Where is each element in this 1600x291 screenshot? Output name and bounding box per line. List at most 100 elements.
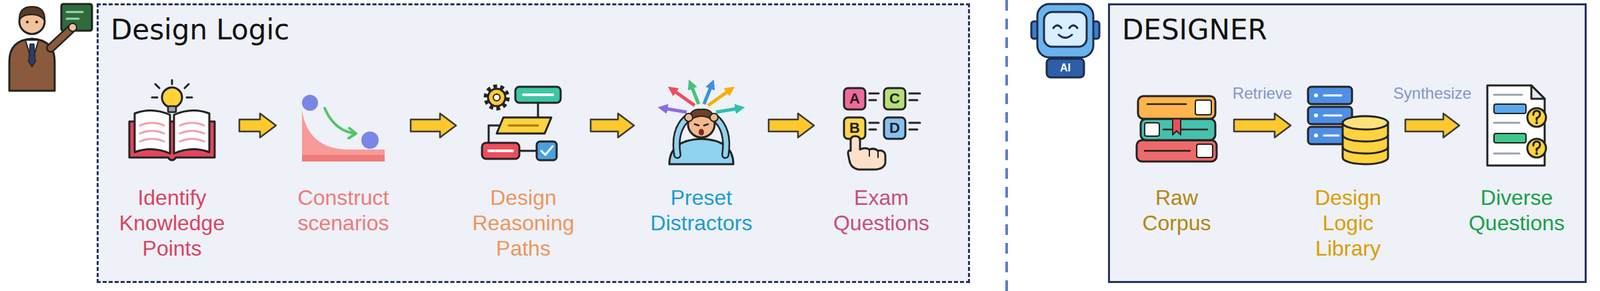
books-icon-part xyxy=(1144,104,1208,151)
flowchart-icon-part xyxy=(541,146,553,155)
book-bulb-icon-part xyxy=(152,80,192,98)
stressed-person-icon-part xyxy=(716,108,740,112)
step-node: Design Reasoning Paths xyxy=(460,78,587,261)
step-label: Design Logic Library xyxy=(1294,185,1402,261)
block-arrow xyxy=(1234,113,1291,138)
choice-icon xyxy=(844,88,920,170)
step-node: Exam Questions xyxy=(818,78,945,236)
teacher-icon-part xyxy=(66,12,83,19)
teacher-icon-part xyxy=(19,6,45,20)
database-icon-part xyxy=(1324,95,1342,136)
robot-icon-part xyxy=(1037,4,1094,58)
choice-letter: B xyxy=(844,117,866,139)
robot-icon-part xyxy=(1044,12,1087,47)
book-bulb-icon-part xyxy=(134,110,170,154)
question-sheet-icon-part xyxy=(1527,108,1546,127)
divider-line xyxy=(1005,0,1008,291)
books-icon-part xyxy=(1196,144,1213,158)
step-node: Identify Knowledge Points xyxy=(108,78,236,261)
step-label: Exam Questions xyxy=(818,185,945,236)
robot-icon-part xyxy=(1053,25,1078,28)
step-node: Raw Corpus xyxy=(1123,78,1230,236)
database-icon-part xyxy=(1342,116,1388,130)
question-sheet-icon-part-part xyxy=(1533,141,1540,151)
stressed-person-icon-part xyxy=(676,117,688,155)
stressed-person-icon-part xyxy=(676,117,688,155)
stressed-person-icon-part xyxy=(714,117,726,155)
step-node: Diverse Questions xyxy=(1463,78,1570,236)
question-sheet-icon-part-part xyxy=(1535,152,1538,155)
step-node: Preset Distractors xyxy=(638,78,765,236)
stressed-person-icon-part xyxy=(684,113,693,122)
choice-icon-part xyxy=(884,117,906,139)
panel-ground xyxy=(1109,4,1586,282)
step-label: Design Reasoning Paths xyxy=(460,185,587,261)
block-arrow xyxy=(239,113,276,138)
step-label: Construct scenarios xyxy=(280,185,407,236)
flowchart-icon-part xyxy=(486,87,507,108)
teacher-icon-part xyxy=(35,20,38,24)
choice-icon-part xyxy=(844,88,866,110)
books-icon-part xyxy=(1172,118,1181,135)
stressed-person-icon-part xyxy=(662,108,687,112)
robot-icon-part xyxy=(1058,34,1072,38)
books-icon-part xyxy=(1195,100,1212,115)
question-sheet-icon-part-part xyxy=(1535,121,1538,124)
design-logic-panel: Design LogicIdentify Knowledge Points Con… xyxy=(96,3,970,283)
ramp-icon-part xyxy=(302,154,385,162)
database-icon-part xyxy=(1314,113,1318,118)
database-icon-part xyxy=(1342,134,1388,154)
step-label: Raw Corpus xyxy=(1123,185,1230,236)
edge-label: Synthesize xyxy=(1391,84,1474,103)
books-icon-part xyxy=(1138,96,1216,119)
choice-letter: A xyxy=(844,88,866,110)
book-bulb-icon-part xyxy=(168,106,176,112)
stressed-person-icon-part xyxy=(708,89,731,106)
book-bulb-icon-part xyxy=(162,87,182,108)
ramp-icon-part xyxy=(302,94,318,111)
database-icon-part xyxy=(1314,133,1318,138)
flowchart-icon-part xyxy=(488,149,513,152)
panel-title: Design Logic xyxy=(98,5,968,46)
teacher-icon-part xyxy=(61,4,92,31)
ai-badge: AI xyxy=(1046,58,1084,78)
panel-ground xyxy=(98,4,970,282)
step-label: Preset Distractors xyxy=(638,185,765,236)
teacher-icon-part xyxy=(26,20,29,24)
stressed-person-icon-part xyxy=(672,89,695,106)
step-label: Diverse Questions xyxy=(1463,185,1570,236)
designer-panel: DESIGNERRaw CorpusDesign Logic LibraryDi… xyxy=(1108,3,1587,283)
question-sheet-icon-part xyxy=(1494,133,1526,143)
block-arrow xyxy=(1405,113,1460,138)
flowchart-icon-part xyxy=(488,88,506,106)
choice-letter: D xyxy=(884,117,906,139)
flowchart-icon xyxy=(482,86,561,160)
books-icon-part xyxy=(1144,122,1160,136)
edge-label: Retrieve xyxy=(1230,84,1294,103)
step-label: Identify Knowledge Points xyxy=(108,185,236,261)
block-arrow xyxy=(590,113,634,138)
database-icon-part xyxy=(1314,93,1318,98)
stressed-person-icon xyxy=(662,84,740,164)
stressed-person-icon-part xyxy=(714,117,726,155)
choice-icon-part xyxy=(848,136,886,170)
question-sheet-icon-part-part xyxy=(1527,138,1546,158)
teacher-icon-part xyxy=(50,29,71,48)
robot-icon-part xyxy=(1046,58,1084,78)
question-sheet-icon-part xyxy=(1494,104,1526,114)
ramp-icon-part xyxy=(302,110,385,162)
step-node: Design Logic Library xyxy=(1294,78,1402,261)
ramp-icon-part xyxy=(348,128,356,138)
choice-icon-part xyxy=(884,88,906,110)
flowchart-icon-part xyxy=(482,142,520,159)
question-sheet-icon-part xyxy=(1531,85,1545,99)
flowchart-icon-part xyxy=(496,117,552,134)
choice-icon-part xyxy=(844,117,866,139)
robot-icon xyxy=(1031,4,1100,78)
teacher-icon-part xyxy=(68,23,77,32)
flowchart-icon-part xyxy=(523,93,553,96)
teacher-icon-part xyxy=(28,44,36,67)
choice-letter: C xyxy=(884,88,906,110)
books-icon xyxy=(1136,96,1217,162)
